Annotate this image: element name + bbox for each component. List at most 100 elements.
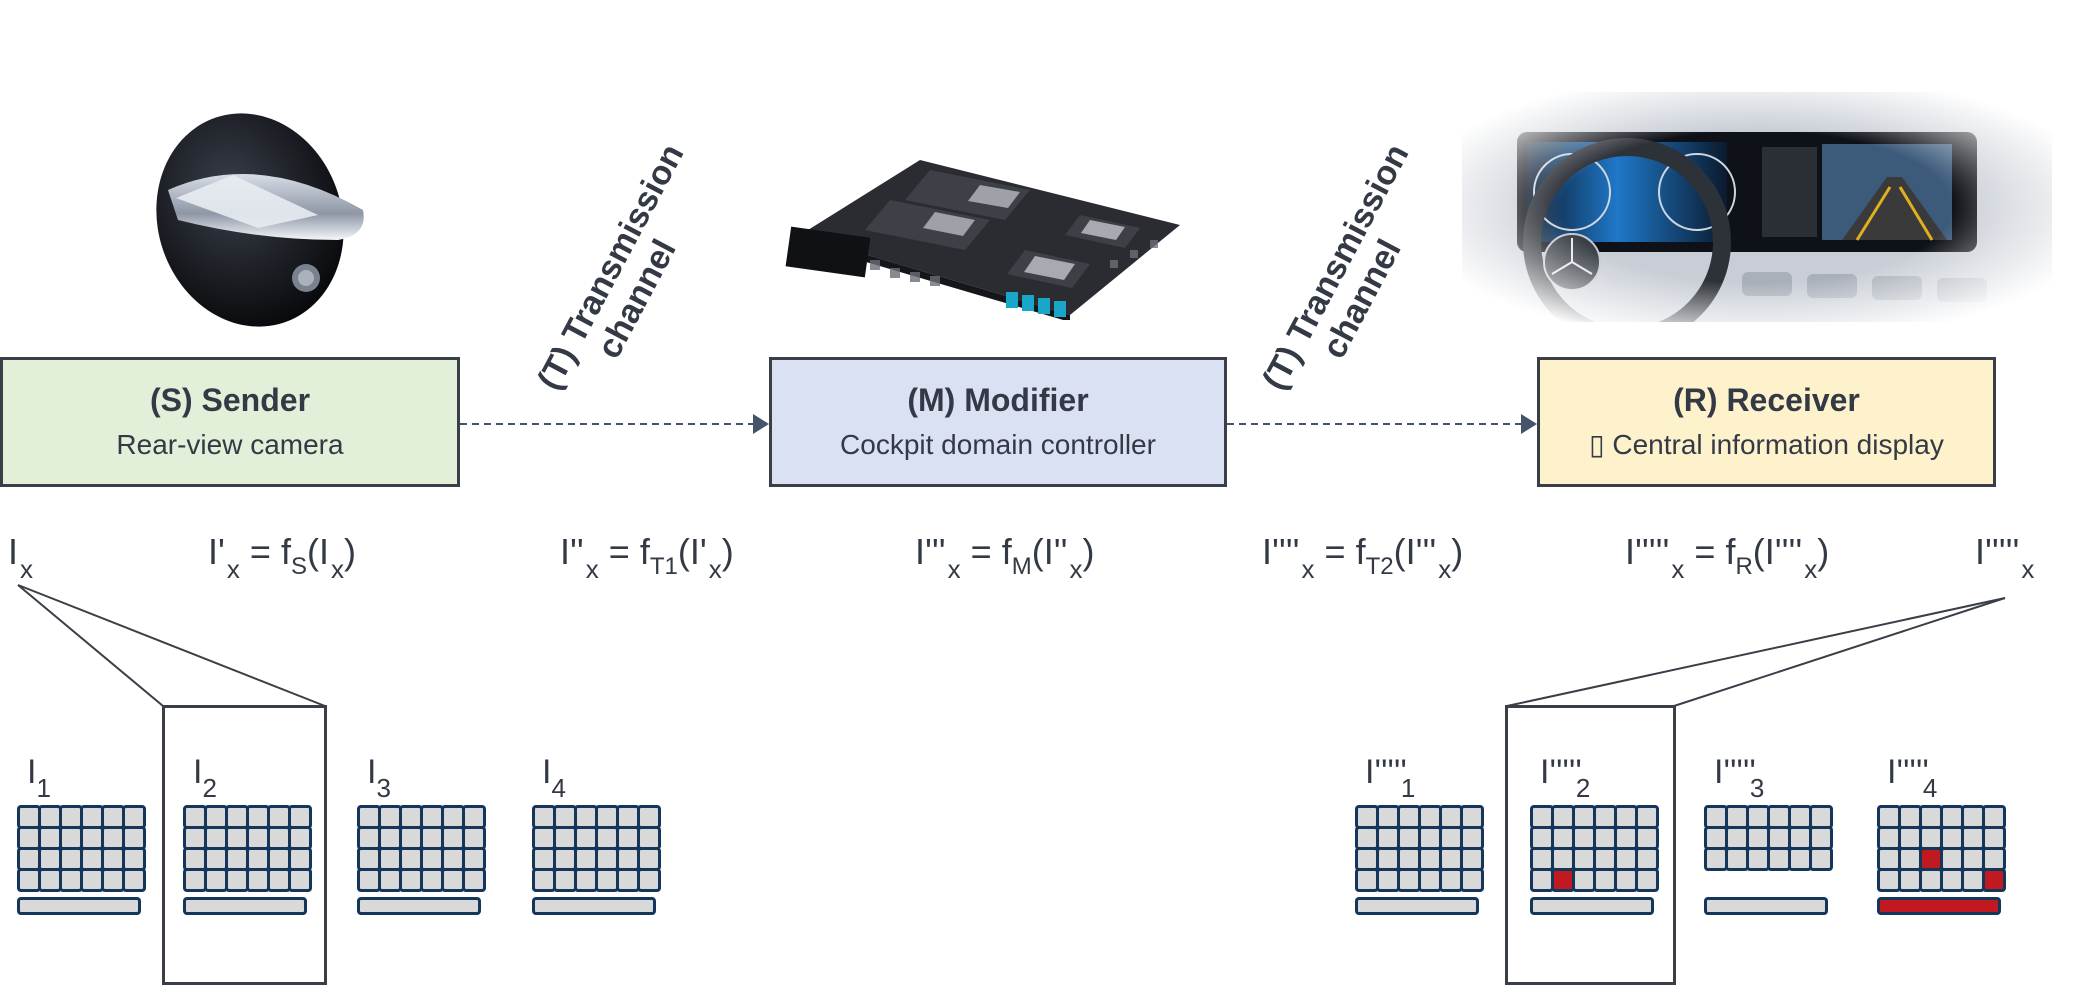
rear-view-camera-image: [138, 100, 378, 330]
receiver-box: (R) Receiver ▯ Central information displ…: [1537, 357, 1996, 487]
arg: I'''': [1764, 531, 1803, 572]
pixel-cell: [1635, 868, 1659, 892]
pixel-cell: [1460, 868, 1484, 892]
modifier-title: (M) Modifier: [907, 382, 1089, 418]
pixel-cell: [1460, 847, 1484, 871]
frame-status-bar: [357, 897, 481, 915]
arg: I''': [1405, 531, 1437, 572]
frame-label-base: I''''': [1540, 753, 1582, 791]
pixel-cell: [1877, 826, 1901, 850]
arg: I'': [1043, 531, 1068, 572]
pixel-cell: [38, 868, 62, 892]
equals: =: [1694, 531, 1716, 572]
func: f: [639, 531, 650, 572]
frame-label-index: 4: [1922, 773, 1938, 803]
output-frame-label: I'''''1: [1365, 752, 1415, 803]
formula-modifier: I'''x = fM(I''x): [915, 531, 1095, 584]
pixel-cell: [637, 826, 661, 850]
equals: =: [249, 531, 271, 572]
receiver-title: (R) Receiver: [1673, 382, 1860, 418]
pixel-cell: [1940, 868, 1964, 892]
output-frame-label: I'''''4: [1887, 752, 1937, 803]
output-frame-label: I'''''2: [1540, 752, 1590, 803]
symbol-sub: x: [20, 554, 34, 584]
arg-sub: x: [330, 554, 344, 584]
missing-glyph-icon: ▯: [1589, 429, 1605, 460]
formula-output: I'''''x: [1975, 528, 2034, 584]
equals: =: [970, 531, 992, 572]
lhs-sub: x: [226, 554, 240, 584]
symbol-base: I: [8, 531, 19, 572]
frame-label-index: 2: [202, 773, 217, 803]
lhs: I'': [560, 531, 584, 572]
pixel-cell: [595, 847, 619, 871]
pixel-cell: [80, 847, 104, 871]
pixel-cell: [1397, 868, 1421, 892]
circuit-board-icon: [785, 160, 1180, 322]
frame-status-bar: [532, 897, 656, 915]
pixel-cell: [637, 868, 661, 892]
pixel-cell: [80, 826, 104, 850]
lhs-sub: x: [585, 554, 599, 584]
pixel-cell: [122, 805, 146, 829]
pixel-cell: [1704, 847, 1728, 871]
lhs: I': [208, 531, 225, 572]
pixel-cell: [462, 868, 486, 892]
frame-status-bar: [1704, 897, 1828, 915]
pixel-cell-error: [1551, 868, 1575, 892]
func: f: [1355, 531, 1366, 572]
formula-receiver: I'''''x = fR(I''''x): [1625, 531, 1830, 584]
arg-sub: x: [1804, 554, 1818, 584]
frame-label-base: I: [27, 753, 37, 791]
dashboard-display-image: [1462, 92, 2052, 346]
func-sub: S: [290, 553, 307, 580]
frame-label-index: 1: [1400, 773, 1416, 803]
frame-status-bar: [17, 897, 141, 915]
sender-box: (S) Sender Rear-view camera: [0, 357, 460, 487]
arrowhead-icon: [753, 414, 769, 434]
arrowhead-icon: [1521, 414, 1537, 434]
camera-icon: [156, 113, 364, 327]
frame-label-index: 1: [36, 773, 51, 803]
func: f: [280, 531, 291, 572]
frame-label-index: 3: [1749, 773, 1765, 803]
symbol-sub: x: [2021, 554, 2035, 584]
pixel-cell: [59, 847, 83, 871]
symbol-base: I''''': [1975, 531, 2020, 572]
frame-status-bar-error: [1877, 897, 2001, 915]
frame-label-base: I''''': [1887, 753, 1929, 791]
input-frame-label: I4: [542, 752, 566, 803]
pixel-cell: [357, 847, 381, 871]
func-sub: R: [1735, 553, 1753, 580]
frame-label-index: 4: [551, 773, 566, 803]
pixel-cell: [1460, 826, 1484, 850]
formula-transmission-1: I''x = fT1(I'x): [560, 531, 734, 584]
formula-sender: I'x = fS(Ix): [208, 531, 356, 584]
lhs: I''''': [1625, 531, 1670, 572]
arrow-modifier-to-receiver: [1227, 414, 1537, 434]
lhs-sub: x: [947, 554, 961, 584]
zoom-lines-output: [1506, 597, 2006, 707]
domain-controller-image: [780, 140, 1190, 322]
formula-transmission-2: I''''x = fT2(I'''x): [1262, 531, 1464, 584]
equals: =: [1324, 531, 1346, 572]
input-frame-label: I3: [367, 752, 391, 803]
formula-input: Ix: [8, 528, 33, 584]
pixel-cell: [38, 805, 62, 829]
frame-status-bar: [1530, 897, 1654, 915]
pixel-cell: [288, 805, 312, 829]
sender-subtitle: Rear-view camera: [116, 429, 344, 460]
receiver-subtitle: ▯ Central information display: [1540, 428, 1993, 462]
zoom-lines-input: [17, 584, 326, 707]
arg-sub: x: [1438, 554, 1452, 584]
input-frame-label: I2: [193, 752, 217, 803]
frame-label-base: I: [193, 753, 203, 791]
pixel-cell: [122, 868, 146, 892]
frame-label-base: I: [367, 753, 377, 791]
input-frame-label: I1: [27, 752, 51, 803]
pixel-cell: [1746, 805, 1770, 829]
pixel-cell: [1439, 805, 1463, 829]
pixel-cell: [637, 805, 661, 829]
sender-title: (S) Sender: [149, 382, 311, 418]
